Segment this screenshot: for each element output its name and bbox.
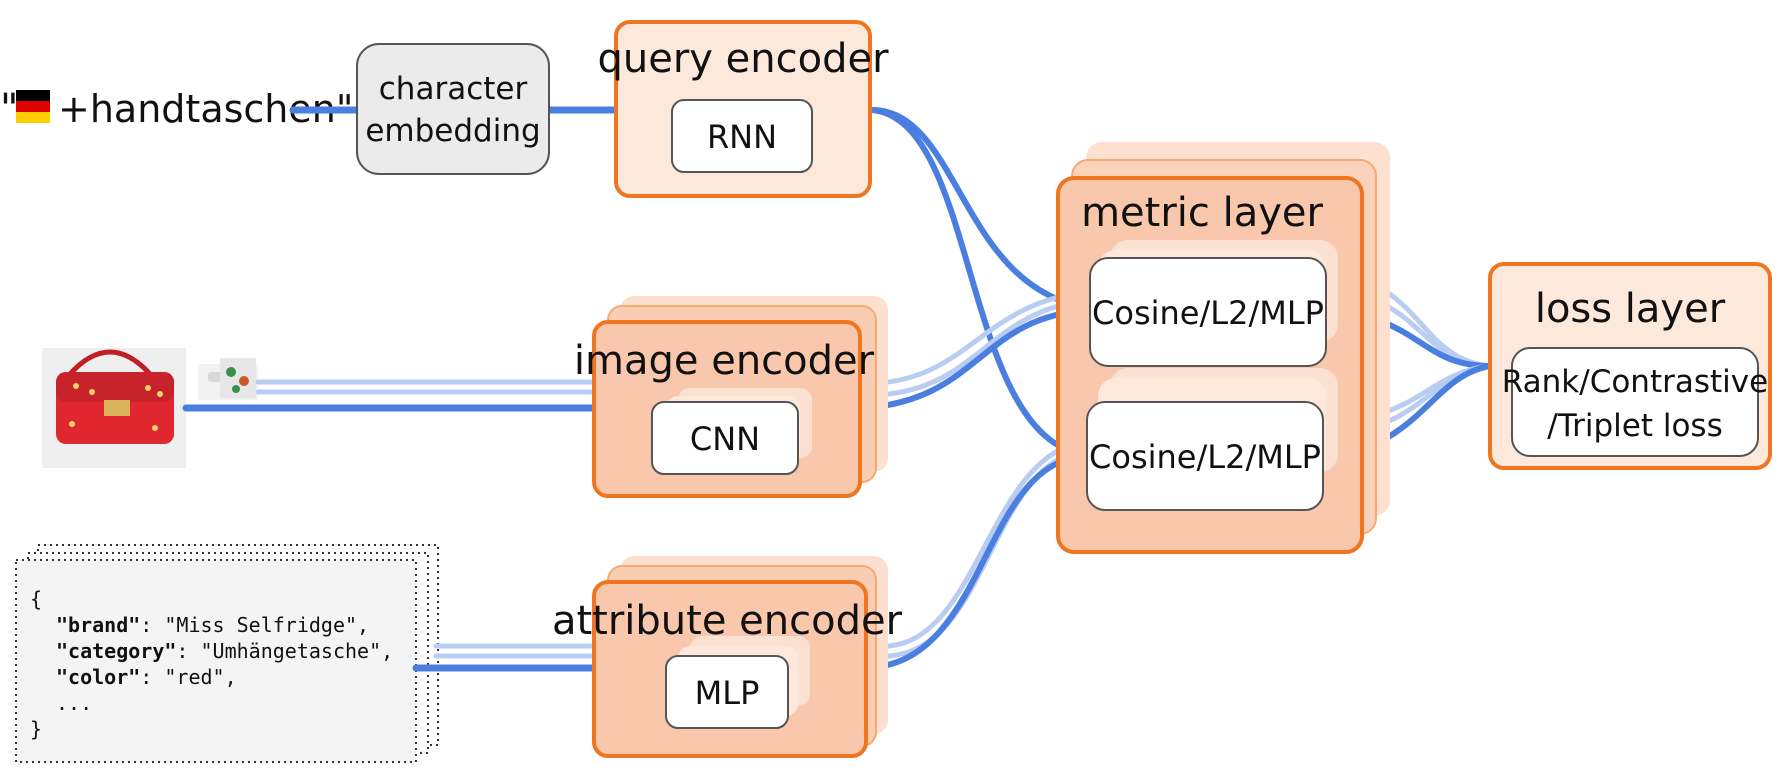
json-open-brace: { <box>30 587 42 611</box>
svg-text:"color": "red",: "color": "red", <box>56 665 237 689</box>
image-encoder-title: image encoder <box>574 338 875 384</box>
character-embedding-node: character embedding <box>356 43 550 175</box>
query-open-quote: " <box>0 86 18 132</box>
product-images <box>42 348 258 468</box>
edges <box>182 106 1493 672</box>
svg-text:"category": "Umhängetasche",: "category": "Umhängetasche", <box>56 639 393 663</box>
edge-attr-enc-to-metric <box>863 453 1090 671</box>
metric-top-label: Cosine/L2/MLP <box>1092 294 1324 332</box>
metric-layer-node: metric layer Cosine/L2/MLP Cosine/L2/MLP <box>1056 142 1390 554</box>
json-key-brand: "brand" <box>56 613 140 637</box>
image-encoder-node: image encoder CNN <box>574 296 888 498</box>
edge-query-enc-to-metric-bottom <box>869 107 1090 458</box>
attributes-json-card: { "brand": "Miss Selfridge", "category":… <box>15 544 439 763</box>
embedding-label-line2: embedding <box>365 113 540 149</box>
loss-label-line1: Rank/Contrastive <box>1502 364 1768 400</box>
edge-image-enc-to-metric <box>861 307 1093 411</box>
metric-bottom-label: Cosine/L2/MLP <box>1089 438 1321 476</box>
attribute-encoder-node: attribute encoder MLP <box>552 556 903 758</box>
json-value-category: : "Umhängetasche", <box>176 639 393 663</box>
json-close-brace: } <box>30 717 42 741</box>
json-key-category: "category" <box>56 639 176 663</box>
loss-label-line2: /Triplet loss <box>1547 408 1722 444</box>
german-flag-icon <box>16 90 50 123</box>
rnn-label: RNN <box>707 118 777 156</box>
loss-layer-title: loss layer <box>1535 286 1726 332</box>
json-value-brand: : "Miss Selfridge", <box>140 613 369 637</box>
handbag-image <box>42 348 186 468</box>
cnn-label: CNN <box>690 420 760 458</box>
json-ellipsis: ... <box>56 691 92 715</box>
metric-layer-title: metric layer <box>1081 190 1323 236</box>
edge-query-enc-to-metric-top <box>869 107 1093 311</box>
json-key-color: "color" <box>56 665 140 689</box>
svg-text:"brand": "Miss Selfridge",: "brand": "Miss Selfridge", <box>56 613 369 637</box>
embedding-label-line1: character <box>379 71 528 107</box>
mlp-label: MLP <box>695 674 760 712</box>
query-encoder-node: query encoder RNN <box>597 20 889 198</box>
json-value-color: : "red", <box>140 665 236 689</box>
loss-layer-node: loss layer Rank/Contrastive /Triplet los… <box>1488 262 1772 470</box>
query-encoder-title: query encoder <box>597 36 889 82</box>
